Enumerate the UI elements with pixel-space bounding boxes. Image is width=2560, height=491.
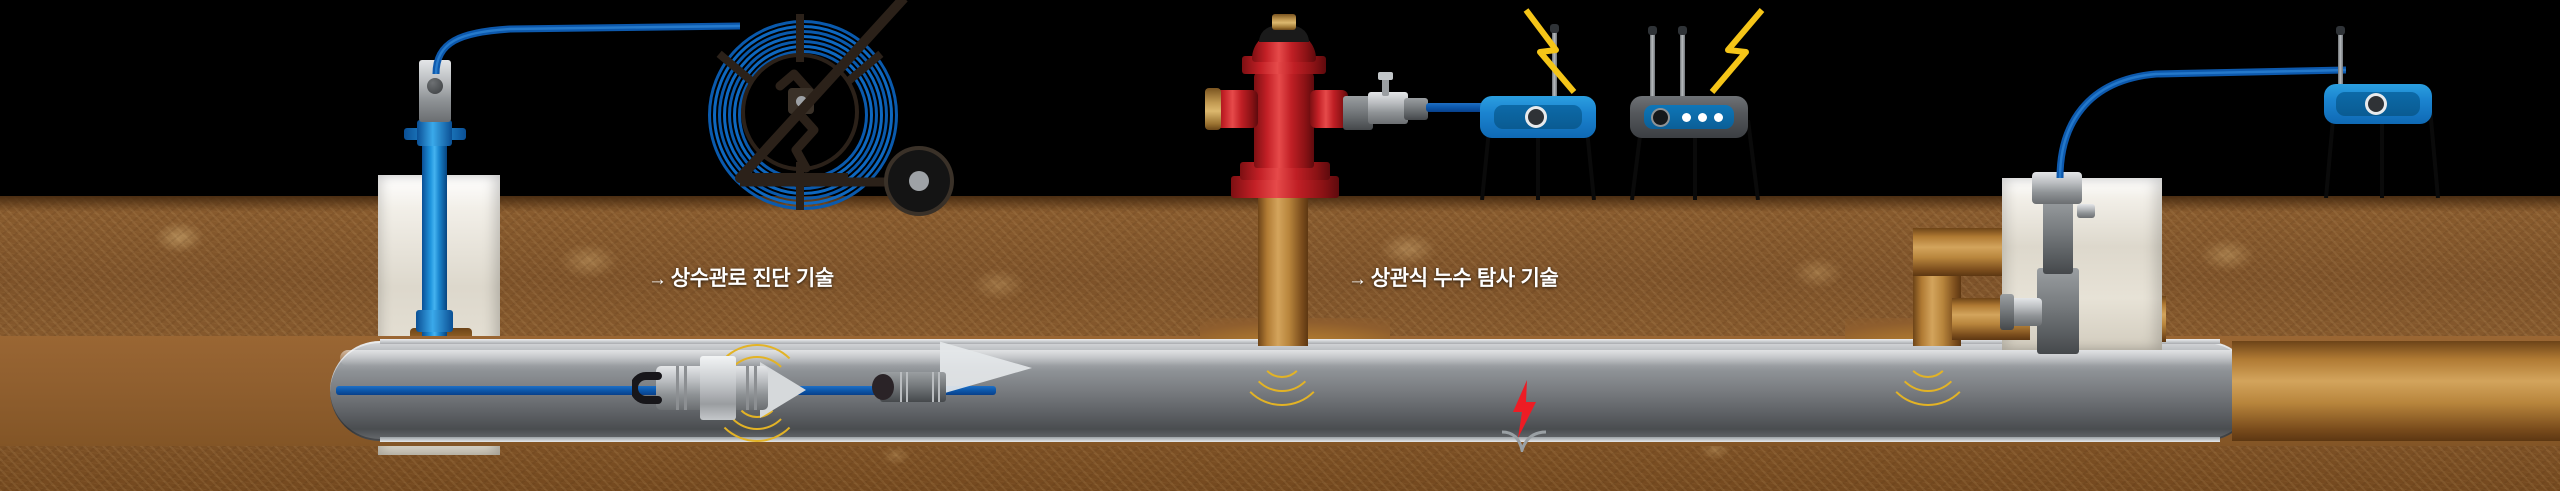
label-pipeline-diagnostic: →상수관로 진단 기술	[648, 262, 834, 292]
right-transmitter-antenna-tip	[2336, 26, 2345, 35]
probe-sonar-down	[690, 396, 820, 444]
receiver-led-3	[1714, 113, 1723, 122]
cable-reel[interactable]	[700, 0, 950, 212]
receiver-antenna-left-tip	[1648, 26, 1657, 35]
insertion-riser	[422, 140, 447, 340]
hydrant-cap-left[interactable]	[1205, 88, 1221, 130]
probe-nose-cone	[760, 362, 852, 418]
probe-ring-band	[746, 366, 749, 410]
probe-sensor-collar	[700, 356, 736, 420]
receiver-antenna-right	[1680, 30, 1685, 100]
gate-valve-body	[2037, 268, 2079, 354]
hydrant-side-nozzle-right	[1310, 90, 1348, 128]
receiver-antenna-right-tip	[1678, 26, 1687, 35]
label-arrow-icon: →	[648, 269, 667, 290]
probe-ring-band	[676, 366, 679, 410]
hydrant-barrel	[1254, 72, 1314, 168]
riser-collar-lower	[416, 310, 453, 332]
wireless-signal-bolt-left-icon	[1523, 8, 1577, 94]
gate-valve-inlet-nut	[2000, 294, 2014, 330]
hydrant-sensor-stem-cap	[1378, 72, 1393, 80]
hydrant-sensor-stem	[1382, 78, 1389, 96]
hydrant-side-nozzle-left	[1214, 90, 1258, 128]
label-arrow-icon: →	[1348, 269, 1367, 290]
leak-crack	[1502, 430, 1546, 452]
wireless-signal-bolt-right-icon	[1709, 8, 1765, 94]
receiver-dial-icon	[1653, 110, 1668, 125]
riser-collar-upper	[417, 120, 452, 146]
reel-frame	[735, 0, 912, 187]
probe-ring-band	[754, 366, 757, 410]
probe-light-cone	[940, 341, 1124, 395]
label-text: 상수관로 진단 기술	[670, 267, 835, 290]
receiver-antenna-left	[1650, 30, 1655, 100]
transmitter-antenna-tip	[1550, 24, 1559, 33]
hydrant-dome-top	[1259, 26, 1309, 42]
transmitter-antenna	[1552, 28, 1557, 100]
gate-valve-side-port	[2077, 204, 2095, 218]
valve-head-port	[427, 78, 443, 94]
probe-rear-tip	[872, 374, 894, 400]
right-sensor-cable	[2056, 66, 2346, 178]
label-correlation-leak-detection: →상관식 누수 탐사 기술	[1348, 262, 1559, 292]
reel-spoke	[796, 14, 804, 62]
branch-joint-sonar	[1868, 352, 1988, 406]
gate-valve-stem-housing	[2043, 198, 2073, 274]
label-text: 상관식 누수 탐사 기술	[1370, 267, 1559, 290]
reel-wheel-hub	[909, 171, 929, 191]
leak-point-marker-icon	[1513, 380, 1536, 438]
reel-axle-bolt	[796, 96, 807, 107]
probe-rear-band	[938, 372, 940, 402]
probe-rear-band	[906, 372, 908, 402]
hydrant-operating-nut[interactable]	[1272, 14, 1296, 30]
hydrant-base-flange	[1231, 176, 1339, 198]
right-transmitter-antenna	[2338, 30, 2343, 88]
receiver-led-2	[1698, 113, 1707, 122]
reel-cable	[432, 22, 740, 74]
probe-ring-band	[684, 366, 687, 410]
probe-rear-band	[900, 372, 902, 402]
right-transmitter-indicator-icon	[2368, 96, 2384, 112]
receiver-led-1	[1682, 113, 1691, 122]
right-main-pipe	[2232, 341, 2560, 441]
transmitter-indicator-icon	[1528, 109, 1544, 125]
hydrant-joint-sonar	[1222, 352, 1342, 406]
main-pipe-bottom-edge	[380, 437, 2220, 442]
hydrant-leak-sensor[interactable]	[1368, 92, 1408, 124]
probe-tow-hook-icon	[632, 372, 662, 404]
probe-rear-band	[932, 372, 934, 402]
hydrant-sensor-connector	[1404, 98, 1428, 120]
hydrant-sensor-cable	[1426, 103, 1490, 112]
